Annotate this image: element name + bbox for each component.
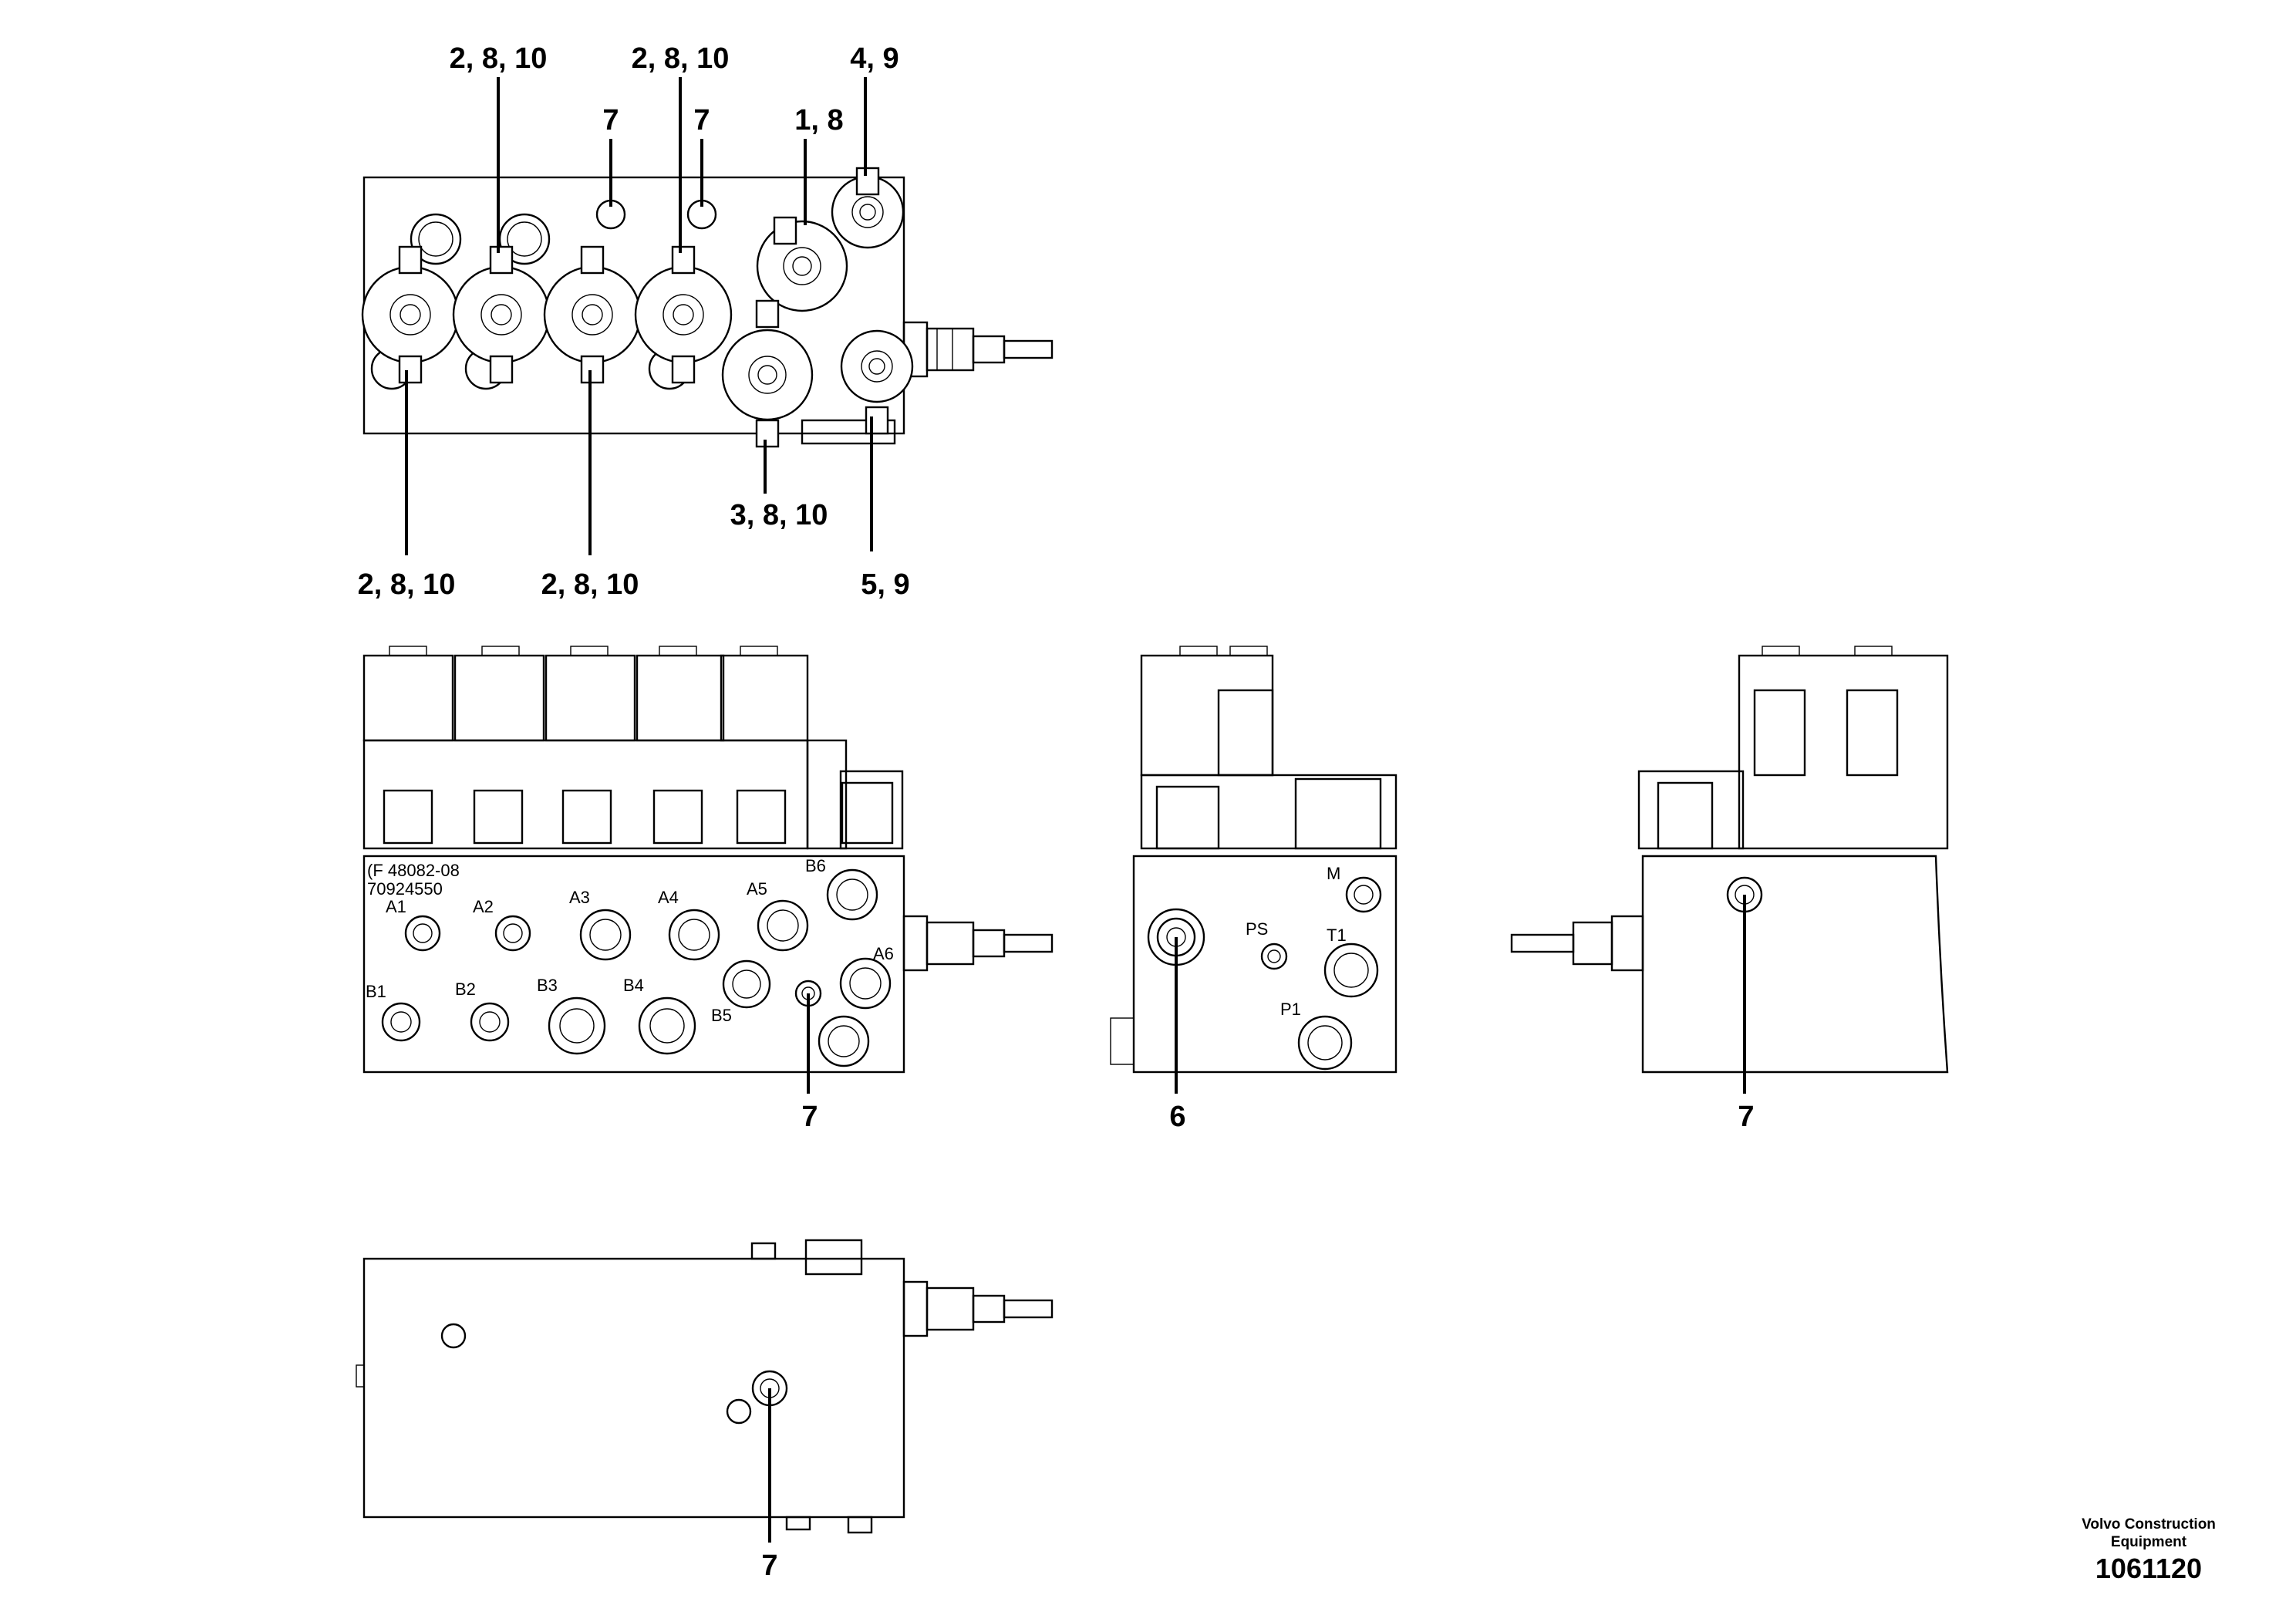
port-label-b4: B4 bbox=[623, 976, 644, 995]
brand-line-2: Equipment bbox=[2110, 1534, 2187, 1550]
top-view-callouts: 2, 8, 10 2, 8, 10 7 7 1, 8 4, 9 3, 8, 10… bbox=[358, 42, 910, 601]
callout-label: 7 bbox=[761, 1549, 777, 1582]
solenoid-coil-1 bbox=[361, 245, 460, 384]
callout-label: 1, 8 bbox=[794, 104, 843, 137]
callout-label: 3, 8, 10 bbox=[730, 499, 828, 531]
body-stamp-line-1: (F 48082-08 bbox=[367, 861, 460, 880]
callout-label: 6 bbox=[1169, 1101, 1185, 1133]
drawing-reference-number: 1061120 bbox=[2095, 1553, 2203, 1584]
callout-label: 2, 8, 10 bbox=[358, 568, 456, 601]
callout-label: 7 bbox=[1738, 1101, 1754, 1133]
callout-label: 5, 9 bbox=[861, 568, 909, 601]
port-label-p1: P1 bbox=[1280, 1000, 1301, 1019]
port-label-b6: B6 bbox=[805, 856, 826, 875]
port-label-b2: B2 bbox=[455, 980, 476, 999]
brand-line-1: Volvo Construction bbox=[2082, 1516, 2216, 1533]
solenoid-coil-6 bbox=[721, 299, 814, 448]
port-label-a5: A5 bbox=[747, 879, 767, 899]
solenoid-coil-4 bbox=[634, 245, 733, 384]
port-label-m: M bbox=[1327, 864, 1340, 883]
solenoid-coil-3 bbox=[543, 245, 642, 384]
port-label-a4: A4 bbox=[658, 888, 679, 907]
solenoid-coil-7 bbox=[831, 167, 905, 249]
callout-label: 2, 8, 10 bbox=[541, 568, 639, 601]
side-view-left-port-labels: M PS T1 P1 bbox=[1246, 864, 1347, 1019]
callout-label: 7 bbox=[602, 104, 619, 137]
port-label-a2: A2 bbox=[473, 897, 494, 916]
body-stamp-line-2: 70924550 bbox=[367, 879, 443, 899]
callout-label: 7 bbox=[693, 104, 710, 137]
bottom-view bbox=[356, 1239, 1054, 1534]
top-view-fitting bbox=[902, 321, 1054, 378]
callout-label: 2, 8, 10 bbox=[450, 42, 548, 75]
top-view-leaders bbox=[405, 77, 873, 555]
publisher-brand: Volvo Construction Equipment bbox=[2068, 1516, 2230, 1551]
port-label-t1: T1 bbox=[1327, 926, 1347, 945]
port-label-a3: A3 bbox=[569, 888, 590, 907]
port-label-b5: B5 bbox=[711, 1006, 732, 1025]
port-label-b3: B3 bbox=[537, 976, 558, 995]
callout-label: 4, 9 bbox=[850, 42, 899, 75]
port-label-b1: B1 bbox=[366, 982, 386, 1001]
front-view-port-labels: A1 A2 A3 A4 A5 A6 B1 B2 B3 B4 B5 B6 (F 4… bbox=[366, 856, 894, 1025]
callout-label: 7 bbox=[801, 1101, 818, 1133]
side-view-left bbox=[1110, 646, 1397, 1074]
solenoid-coil-5 bbox=[756, 216, 848, 312]
port-label-ps: PS bbox=[1246, 919, 1268, 939]
port-label-a6: A6 bbox=[873, 944, 894, 963]
solenoid-coil-8 bbox=[840, 329, 914, 435]
port-label-a1: A1 bbox=[386, 897, 406, 916]
top-view bbox=[361, 167, 1054, 448]
side-view-right bbox=[1510, 646, 1949, 1074]
front-view bbox=[362, 646, 1054, 1074]
callout-label: 2, 8, 10 bbox=[632, 42, 730, 75]
